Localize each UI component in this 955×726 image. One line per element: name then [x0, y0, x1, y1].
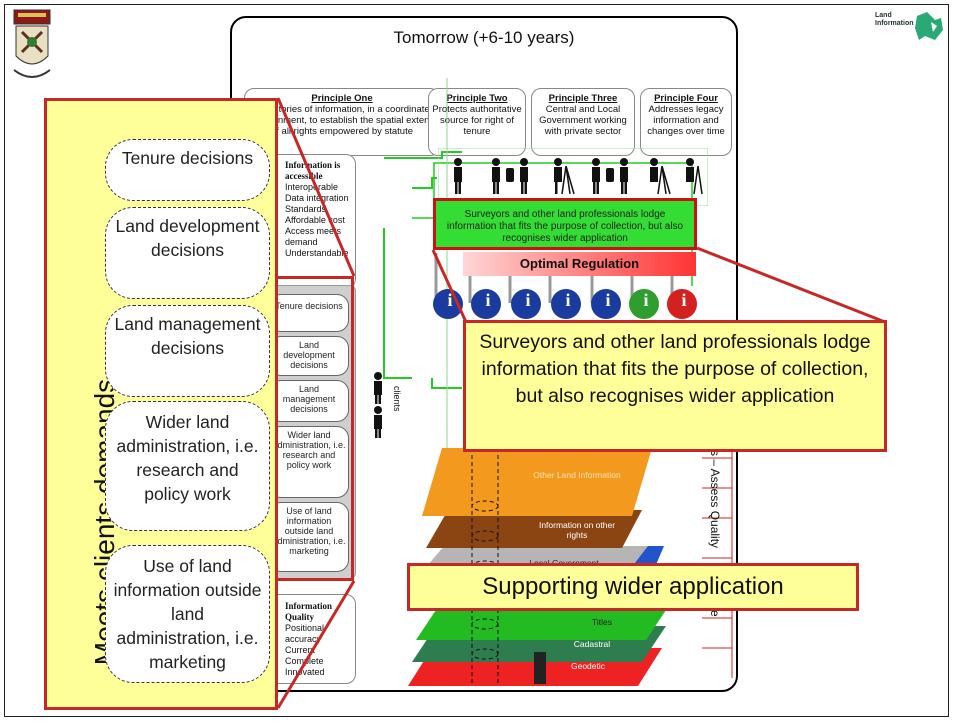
principle-text: Central and Local Government working wit… [539, 104, 627, 137]
supporting-wider-application-banner: Supporting wider application [407, 563, 859, 611]
principle-three: Principle Three Central and Local Govern… [531, 88, 635, 156]
layer-cadastral: Cadastral [573, 639, 611, 649]
accessible-line: Standards [285, 204, 327, 214]
logo-text: Land Information [875, 12, 914, 27]
info-icon: i [565, 290, 571, 310]
quality-line: Complete [285, 656, 324, 666]
map-icon [915, 12, 943, 40]
info-icon: i [485, 290, 491, 310]
decision-pill: Land development decisions [105, 207, 270, 299]
callout-surveyors: Surveyors and other land professionals l… [463, 320, 887, 452]
mini-decision: Wider land administration, i.e. research… [269, 426, 349, 498]
slide-frame [4, 4, 949, 717]
accessible-line: Interoperable [285, 182, 339, 192]
surveyors-row-icon [438, 148, 708, 206]
info-icon: i [643, 290, 649, 310]
surveyors-lodge-box: Surveyors and other land professionals l… [433, 198, 697, 250]
mini-decision: Tenure decisions [269, 294, 349, 332]
quality-heading: Information Quality [285, 601, 332, 622]
principle-four: Principle Four Addresses legacy informat… [640, 88, 732, 156]
quality-line: Innovated [285, 667, 325, 677]
layer-other-rights: Information on other rights [538, 520, 616, 540]
panel-title: Tomorrow (+6-10 years) [393, 28, 575, 47]
quality-line: Current [285, 645, 316, 655]
quality-line: Positional accuracy [285, 623, 325, 644]
principle-heading: Principle Two [446, 93, 508, 104]
mini-decision: Land management decisions [269, 380, 349, 422]
principle-text: Addresses legacy information and changes… [647, 104, 725, 137]
optimal-regulation-bar: Optimal Regulation [463, 252, 696, 276]
client-demands-panel: Meets clients demands… Tenure decisions … [44, 98, 278, 710]
info-icon: i [681, 290, 687, 310]
principle-text: Protects authoritative source for right … [432, 104, 522, 137]
info-icon: i [525, 290, 531, 310]
principle-two: Principle Two Protects authoritative sou… [428, 88, 526, 156]
decision-pill: Tenure decisions [105, 139, 270, 201]
layer-other-land: Other Land Information [533, 470, 621, 480]
accessible-line: Access meets demand [285, 226, 342, 247]
land-information-logo: Land Information [875, 10, 945, 46]
accessible-heading: Information is accessible [285, 160, 341, 181]
accessible-line: Understandable [285, 248, 349, 258]
accessible-line: Data integration [285, 193, 349, 203]
principle-heading: Principle One [311, 93, 373, 104]
layer-titles: Titles [592, 617, 612, 627]
principle-heading: Principle Four [654, 93, 718, 104]
decision-pill: Land management decisions [105, 305, 270, 397]
layer-geodetic: Geodetic [570, 661, 606, 671]
client-figures-icon [374, 372, 382, 438]
accessible-line: Affordable cost [285, 215, 345, 225]
decision-pill: Use of land information outside land adm… [105, 545, 270, 683]
principle-text: Repositories of information, in a coordi… [249, 104, 435, 137]
info-icon: i [447, 290, 453, 310]
info-icons-row [433, 289, 697, 319]
principle-heading: Principle Three [548, 93, 618, 104]
decision-pill: Wider land administration, i.e. research… [105, 401, 270, 531]
info-icon: i [605, 290, 611, 310]
crest-icon [10, 8, 54, 88]
